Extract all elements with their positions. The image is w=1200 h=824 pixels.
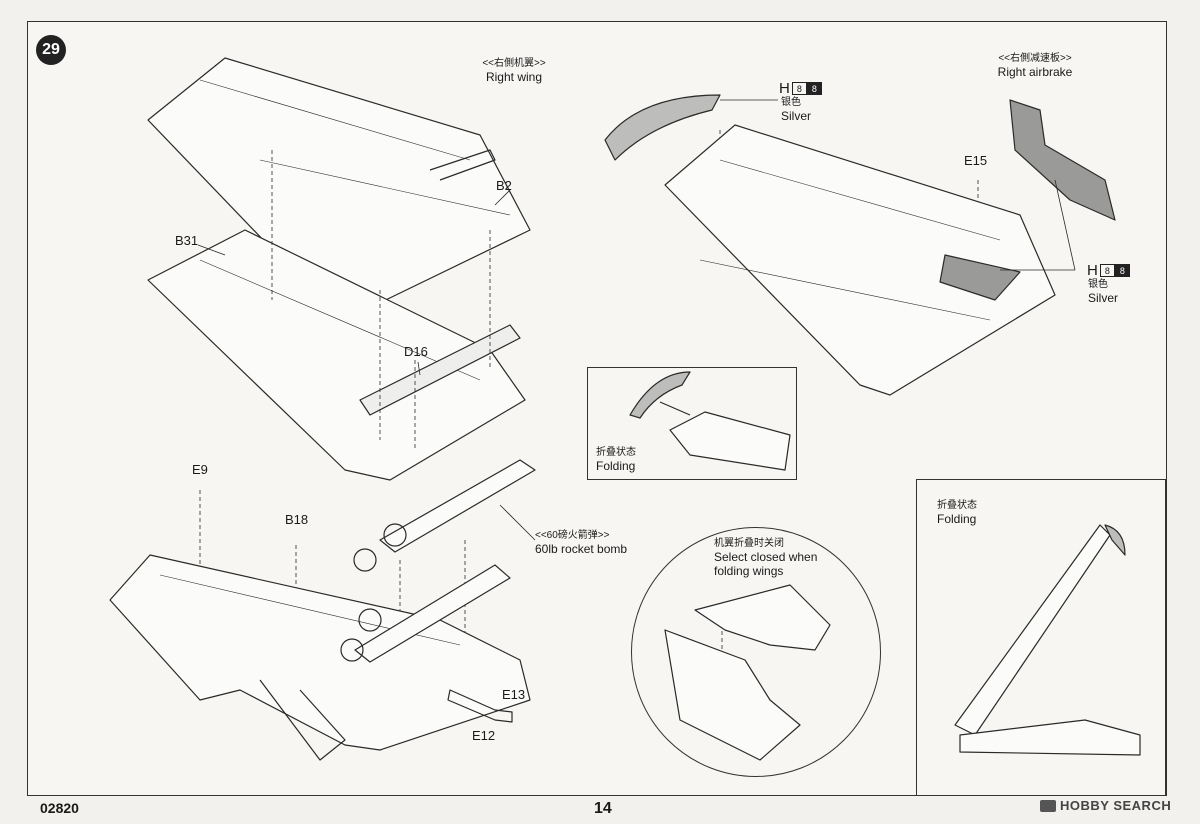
paint-box-dark: 8 (1114, 264, 1130, 277)
paint-box-dark: 8 (806, 82, 822, 95)
folding2-label-cn: 折叠状态 (937, 500, 977, 511)
select-closed-detail-circle: 机翼折叠时关闭 Select closed when folding wings (631, 527, 881, 777)
right-wing-top (664, 124, 1056, 396)
lower-wing-assembly (109, 554, 531, 751)
part-label-d16: D16 (404, 344, 428, 359)
paint-name-en: Silver (781, 109, 812, 123)
rocket-bomb-label-en: 60lb rocket bomb (535, 542, 628, 556)
spar-d16 (359, 324, 521, 416)
part-label-b18: B18 (285, 512, 309, 527)
rocket-bombs (340, 459, 536, 663)
paint-box: 8 (791, 82, 807, 95)
part-label-b2: B2 (496, 178, 512, 193)
right-airbrake-label: <<右側减速板>> Right airbrake (998, 53, 1073, 79)
right-wing-label-en: Right wing (485, 70, 543, 84)
part-label-e12: E12 (472, 728, 496, 743)
right-airbrake-label-en: Right airbrake (997, 65, 1073, 79)
rocket-bomb-label-cn: <<60磅火箭弹>> (535, 530, 610, 541)
right-airbrake-label-cn: <<右側减速板>> (998, 53, 1072, 64)
paint-name-cn: 银色 (1088, 279, 1108, 290)
select-closed-label-en-2: folding wings (714, 564, 784, 578)
page-number: 14 (594, 800, 612, 817)
paint-name-airbrake-bay: 银色 Silver (1088, 279, 1118, 305)
hobby-search-logo-icon (1040, 799, 1056, 812)
watermark-text: HOBBY SEARCH (1060, 798, 1172, 813)
paint-box: 8 (1099, 264, 1115, 277)
lower-wing-panel-b31 (147, 229, 526, 481)
right-airbrake (1009, 99, 1116, 221)
wing-tip (604, 94, 721, 161)
right-wing-label-cn: <<右側机翼>> (482, 58, 546, 69)
paint-name-cn: 银色 (781, 97, 801, 108)
folding-label-en: Folding (596, 459, 636, 473)
folding-label-cn: 折叠状态 (596, 447, 636, 458)
folding2-label-en: Folding (937, 512, 977, 526)
select-closed-label-en-1: Select closed when (714, 550, 818, 564)
part-label-e13: E13 (502, 687, 526, 702)
part-label-b31: B31 (175, 233, 199, 248)
part-label-e9: E9 (192, 462, 208, 477)
step-number-badge: 29 (36, 35, 66, 65)
paint-code: H (1087, 262, 1098, 279)
right-wing-label: <<右側机翼>> Right wing (482, 58, 545, 84)
paint-name-en: Silver (1088, 291, 1119, 305)
hobby-search-watermark: HOBBY SEARCH (1040, 798, 1171, 813)
part-label-e15: E15 (964, 153, 988, 168)
folding-state-inset: 折叠状态 Folding (587, 367, 797, 480)
rocket-bomb-label: <<60磅火箭弹>> 60lb rocket bomb (535, 530, 627, 556)
paint-callout-airbrake-bay: H 8 8 (1087, 262, 1130, 279)
select-closed-label-cn: 机翼折叠时关闭 (714, 538, 784, 549)
paint-name-wingtip: 银色 Silver (781, 97, 811, 123)
paint-callout-wingtip: H 8 8 (779, 80, 822, 97)
folding-state-inset-right: 折叠状态 Folding (916, 479, 1166, 796)
paint-code: H (779, 80, 790, 97)
kit-number: 02820 (40, 800, 79, 816)
